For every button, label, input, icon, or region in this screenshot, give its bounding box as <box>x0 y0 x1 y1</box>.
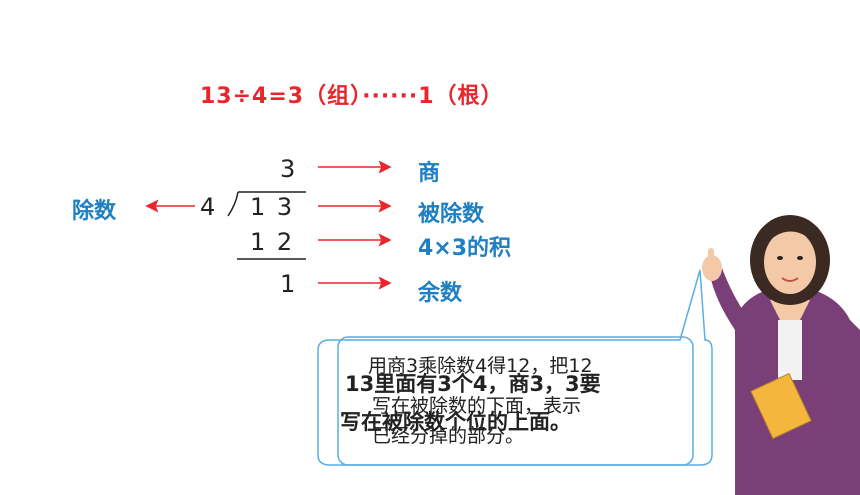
label-product: 4×3的积 <box>418 236 512 261</box>
bubble-text-b-line2: 写在被除数个位的上面。 <box>340 410 571 434</box>
divisor-digit: 4 <box>200 193 216 221</box>
dividend-digits: 1 3 <box>250 193 295 221</box>
bubble-text-a-line1: 用商3乘除数4得12，把12 <box>368 355 593 377</box>
bubble-text-a-line3: 已经分掉的部分。 <box>372 425 525 447</box>
left-arrow <box>145 199 195 213</box>
speech-bubble-inner <box>337 336 694 466</box>
label-quotient: 商 <box>418 161 441 186</box>
label-remainder: 余数 <box>418 281 463 306</box>
label-divisor: 除数 <box>72 199 117 224</box>
quotient-digit: 3 <box>280 155 296 183</box>
equation-text: 13÷4=3（组）······1（根） <box>200 84 504 109</box>
speech-bubble <box>317 269 713 466</box>
remainder-digit: 1 <box>280 270 296 298</box>
right-arrows <box>318 160 392 290</box>
division-bracket <box>227 191 306 217</box>
bubble-text-a-line2: 写在被除数的下面，表示 <box>372 395 582 417</box>
bubble-text-b-line1: 13里面有3个4，商3，3要 <box>345 372 601 396</box>
product-digits: 1 2 <box>250 228 295 256</box>
teacher-illustration <box>702 215 860 495</box>
label-dividend: 被除数 <box>418 202 485 227</box>
